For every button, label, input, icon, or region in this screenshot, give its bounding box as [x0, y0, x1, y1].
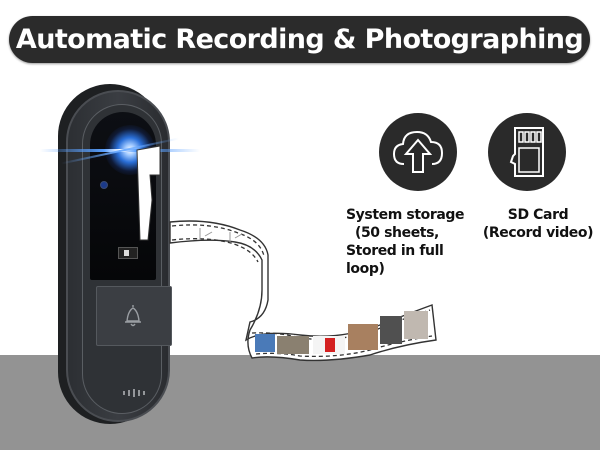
caption-line: System storage [346, 207, 465, 223]
system-storage-caption: System storage (50 sheets, Stored in ful… [346, 206, 476, 278]
film-clip-light [124, 250, 129, 256]
caption-line: Stored in full [346, 243, 444, 259]
cloud-upload-icon [392, 130, 444, 173]
photo-frames [255, 311, 428, 354]
speaker-grille-icon [123, 389, 145, 397]
cloud-storage-badge [379, 113, 457, 191]
sd-card-caption: SD Card (Record video) [478, 206, 598, 242]
caption-line: loop) [346, 261, 385, 277]
light-sensor-icon [100, 181, 108, 189]
caption-line: (Record video) [482, 225, 594, 241]
doorbell-button [96, 286, 172, 346]
page-title: Automatic Recording & Photographing [15, 24, 584, 55]
sd-card-icon [509, 127, 544, 177]
caption-line: SD Card [507, 207, 569, 223]
caption-line: (50 sheets, [346, 225, 439, 241]
bell-icon [125, 305, 141, 327]
title-banner: Automatic Recording & Photographing [9, 16, 590, 63]
sd-card-badge [488, 113, 566, 191]
